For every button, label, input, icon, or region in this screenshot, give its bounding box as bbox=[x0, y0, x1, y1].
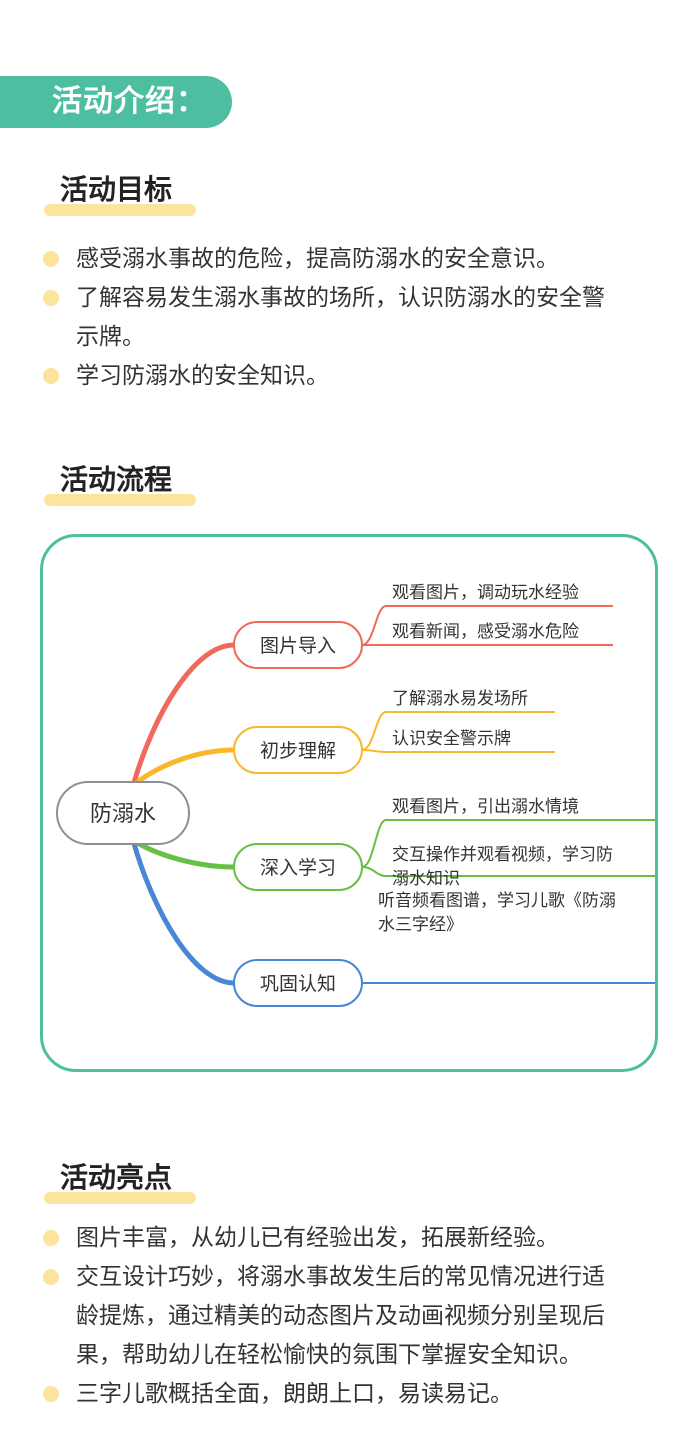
title-highlight bbox=[44, 204, 196, 216]
leaf-text: 听音频看图谱，学习儿歌《防溺 bbox=[378, 891, 616, 911]
highlight-item: 三字儿歌概括全面，朗朗上口，易读易记。 bbox=[40, 1375, 666, 1414]
process-mindmap: 观看图片，调动玩水经验观看新闻，感受溺水危险图片导入了解溺水易发场所认识安全警示… bbox=[40, 534, 658, 1072]
leaf-connector bbox=[361, 819, 655, 868]
leaf-connector bbox=[361, 605, 613, 646]
highlight-item-text: 三字儿歌概括全面，朗朗上口，易读易记。 bbox=[76, 1381, 513, 1407]
intro-banner: 活动介绍： bbox=[0, 76, 232, 128]
leaf-text: 观看新闻，感受溺水危险 bbox=[392, 622, 579, 642]
goal-item: 学习防溺水的安全知识。 bbox=[40, 357, 666, 396]
branch-node bbox=[233, 843, 363, 891]
title-highlight bbox=[44, 1192, 196, 1204]
goal-item-text: 示牌。 bbox=[76, 324, 145, 350]
highlight-item-text: 图片丰富，从幼儿已有经验出发，拓展新经验。 bbox=[76, 1225, 559, 1251]
goal-item: 了解容易发生溺水事故的场所，认识防溺水的安全警示牌。 bbox=[40, 279, 666, 357]
goal-item-text: 感受溺水事故的危险，提高防溺水的安全意识。 bbox=[76, 246, 559, 272]
branch-label: 深入学习 bbox=[260, 857, 336, 879]
goal-item-text: 学习防溺水的安全知识。 bbox=[76, 363, 329, 389]
mindmap-canvas: 观看图片，调动玩水经验观看新闻，感受溺水危险图片导入了解溺水易发场所认识安全警示… bbox=[56, 583, 655, 1007]
branch-label: 巩固认知 bbox=[260, 973, 336, 995]
leaf-connector bbox=[361, 711, 555, 751]
root-label: 防溺水 bbox=[90, 802, 156, 827]
intro-banner-title: 活动介绍： bbox=[52, 84, 207, 119]
leaf-text: 了解溺水易发场所 bbox=[392, 689, 528, 709]
leaf-connector bbox=[361, 749, 555, 753]
branch-label: 图片导入 bbox=[260, 635, 336, 657]
highlights-title-text: 活动亮点 bbox=[60, 1161, 173, 1194]
branch-node bbox=[233, 726, 363, 774]
highlight-item: 交互设计巧妙，将溺水事故发生后的常见情况进行适龄提炼，通过精美的动态图片及动画视… bbox=[40, 1258, 666, 1375]
bullet-dot bbox=[43, 368, 59, 384]
highlights-list: 图片丰富，从幼儿已有经验出发，拓展新经验。交互设计巧妙，将溺水事故发生后的常见情… bbox=[40, 1219, 666, 1414]
goals-title-text: 活动目标 bbox=[60, 173, 173, 206]
leaf-text: 观看图片，引出溺水情境 bbox=[392, 797, 579, 817]
highlight-item-text: 交互设计巧妙，将溺水事故发生后的常见情况进行适 bbox=[76, 1264, 605, 1290]
goal-item-text: 了解容易发生溺水事故的场所，认识防溺水的安全警 bbox=[76, 285, 605, 311]
branch-node bbox=[233, 959, 363, 1007]
root-node bbox=[56, 781, 190, 845]
leaf-connector bbox=[361, 866, 655, 877]
leaf-text: 交互操作并观看视频，学习防 bbox=[392, 845, 613, 865]
highlight-item-text: 果，帮助幼儿在轻松愉快的氛围下掌握安全知识。 bbox=[76, 1342, 582, 1368]
goals-list: 感受溺水事故的危险，提高防溺水的安全意识。了解容易发生溺水事故的场所，认识防溺水… bbox=[40, 240, 666, 396]
branch-connector bbox=[130, 837, 237, 986]
leaf-text: 观看图片，调动玩水经验 bbox=[392, 583, 579, 603]
branch-node bbox=[233, 621, 363, 669]
leaf-text: 认识安全警示牌 bbox=[392, 729, 511, 749]
title-highlight bbox=[44, 494, 196, 506]
leaf-text: 水三字经》 bbox=[378, 915, 463, 935]
highlight-item-text: 龄提炼，通过精美的动态图片及动画视频分别呈现后 bbox=[76, 1303, 605, 1329]
branch-label: 初步理解 bbox=[260, 740, 336, 762]
branch-connector bbox=[130, 747, 237, 789]
branch-connector bbox=[130, 642, 237, 789]
bullet-dot bbox=[43, 1386, 59, 1402]
leaf-text: 溺水知识 bbox=[392, 869, 460, 889]
bullet-dot bbox=[43, 251, 59, 267]
bullet-dot bbox=[43, 1230, 59, 1246]
highlight-item: 图片丰富，从幼儿已有经验出发，拓展新经验。 bbox=[40, 1219, 666, 1258]
goal-item: 感受溺水事故的危险，提高防溺水的安全意识。 bbox=[40, 240, 666, 279]
bullet-dot bbox=[43, 290, 59, 306]
bullet-dot bbox=[43, 1269, 59, 1285]
process-title-text: 活动流程 bbox=[60, 463, 173, 496]
